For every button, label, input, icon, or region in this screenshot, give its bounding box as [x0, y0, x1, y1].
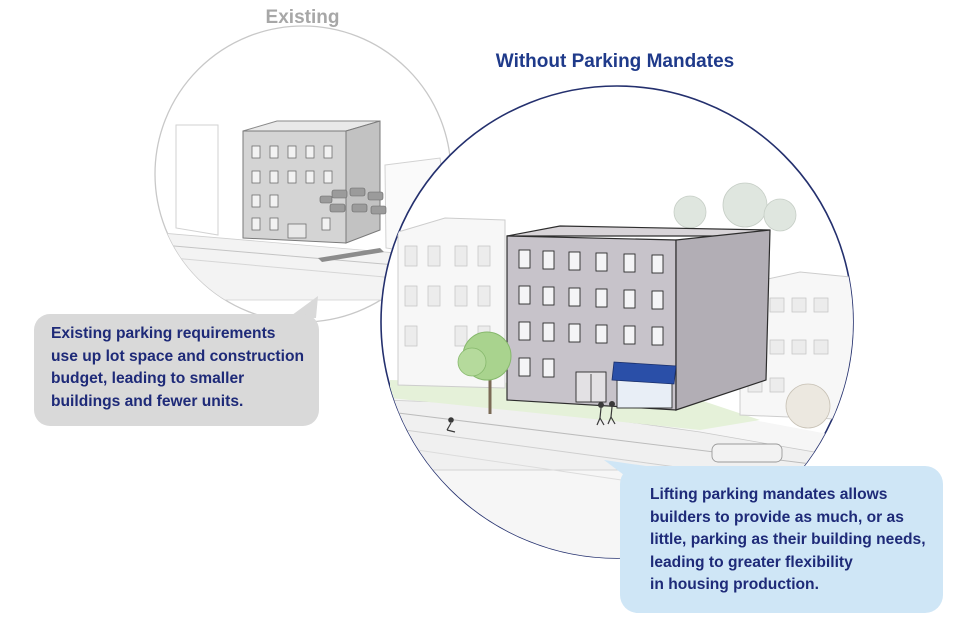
existing-callout-tail — [288, 296, 318, 318]
without-callout-line: in housing production. — [650, 576, 819, 593]
without-callout-line: builders to provide as much, or as — [650, 508, 904, 526]
without-callout-line: leading to greater flexibility — [650, 553, 853, 571]
existing-callout-line: buildings and fewer units. — [51, 392, 244, 410]
existing-callout-line: Existing parking requirements — [51, 325, 276, 342]
existing-title: Existing — [265, 7, 340, 28]
existing-callout-line: budget, leading to smaller — [51, 370, 245, 387]
without-callout-line: Lifting parking mandates allows — [650, 486, 888, 503]
existing-callout: Existing parking requirements use up lot… — [34, 314, 319, 426]
existing-callout-line: use up lot space and construction — [51, 347, 305, 365]
without-callout-line: little, parking as their building needs, — [650, 531, 926, 548]
without-mandates-callout: Lifting parking mandates allows builders… — [620, 466, 943, 613]
without-mandates-title: Without Parking Mandates — [495, 51, 735, 72]
